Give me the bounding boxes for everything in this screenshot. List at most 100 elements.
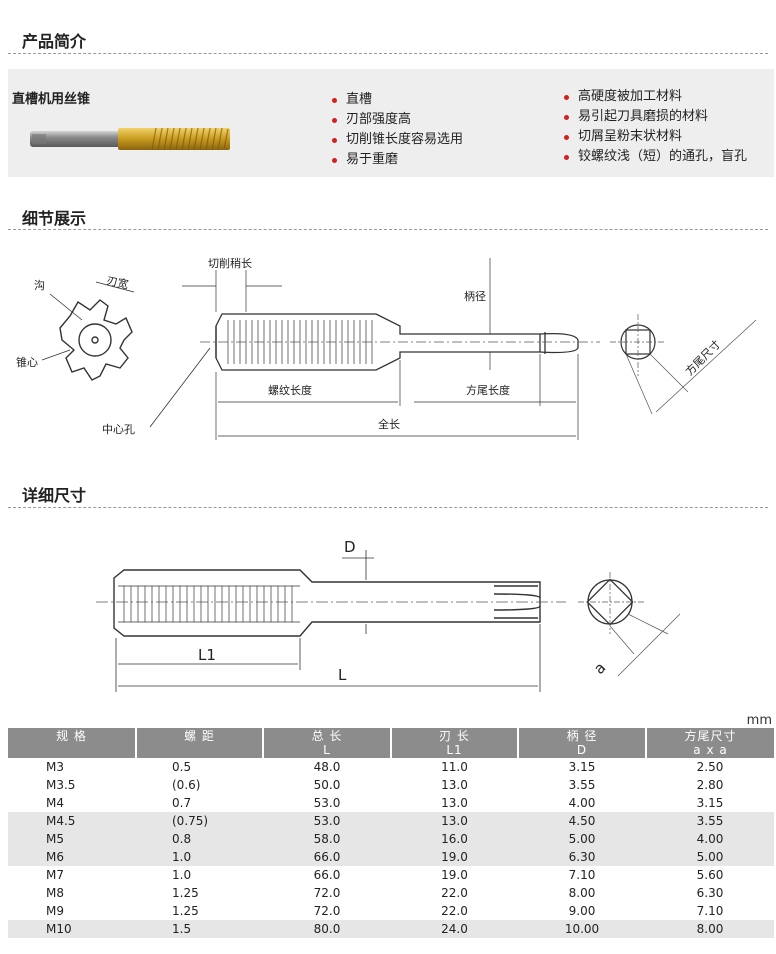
cell-total-length: 53.0: [263, 812, 391, 830]
table-row: M8 1.25 72.0 22.0 8.00 6.30: [8, 884, 774, 902]
feature-list-right: 高硬度被加工材料 易引起刀具磨损的材料 切屑呈粉末状材料 铰螺纹浅（短）的通孔，…: [564, 87, 747, 167]
cell-shank-dia: 5.00: [518, 830, 646, 848]
feature-item: 切屑呈粉末状材料: [564, 127, 747, 147]
cell-blade-length: 13.0: [441, 796, 468, 810]
feature-item: 高硬度被加工材料: [564, 87, 747, 107]
label-groove: 沟: [34, 279, 45, 292]
cell-pitch: 1.5: [136, 920, 263, 938]
cell-square-size: 2.50: [696, 760, 724, 774]
label-chamfer-length: 切削稍长: [208, 256, 252, 270]
cell-shank-dia: 3.15: [568, 760, 596, 774]
cell-total-length: 80.0: [263, 920, 391, 938]
detail-diagram: 沟 刃宽 锥心 中心孔 切削稍长 柄径 螺纹长度 方尾长度 全长: [16, 256, 757, 440]
feature-item: 铰螺纹浅（短）的通孔，盲孔: [564, 147, 747, 167]
table-row: M4.5 (0.75) 53.0 13.0 4.50 3.55: [8, 812, 774, 830]
label-square-length: 方尾长度: [466, 383, 510, 397]
cell-square-size: 5.60: [696, 868, 724, 882]
cell-square-size: 8.00: [646, 920, 774, 938]
cell-pitch: (0.6): [172, 778, 201, 792]
cell-blade-length: 24.0: [391, 920, 518, 938]
section-divider: [8, 507, 768, 508]
cell-shank-dia: 8.00: [568, 886, 596, 900]
cell-total-length: 48.0: [313, 760, 341, 774]
cell-blade-length: 19.0: [441, 868, 468, 882]
cell-blade-length: 11.0: [441, 760, 468, 774]
cell-blade-length: 13.0: [441, 778, 468, 792]
cell-total-length: 72.0: [313, 886, 341, 900]
cell-square-size: 5.00: [646, 848, 774, 866]
table-row: M3 0.5 48.0 11.0 3.15 2.50: [8, 758, 774, 776]
feature-item: 易引起刀具磨损的材料: [564, 107, 747, 127]
table-row: M5 0.8 58.0 16.0 5.00 4.00: [8, 830, 774, 848]
cell-spec: M7: [46, 868, 64, 882]
cell-spec: M4.5: [8, 812, 136, 830]
feature-item: 刃部强度高: [332, 110, 463, 130]
table-row: M10 1.5 80.0 24.0 10.00 8.00: [8, 920, 774, 938]
cell-blade-length: 16.0: [391, 830, 518, 848]
tap-product-image: [30, 127, 230, 151]
label-thread-length: 螺纹长度: [268, 383, 312, 397]
header-spec: 规 格: [8, 728, 136, 758]
label-D: D: [344, 538, 356, 556]
cell-square-size: 2.80: [696, 778, 724, 792]
cell-total-length: 50.0: [313, 778, 341, 792]
cell-shank-dia: 4.50: [518, 812, 646, 830]
table-row: M3.5 (0.6) 50.0 13.0 3.55 2.80: [8, 776, 774, 794]
cell-spec: M10: [8, 920, 136, 938]
cross-section-view: [59, 299, 133, 381]
cell-square-size: 4.00: [646, 830, 774, 848]
table-row: M7 1.0 66.0 19.0 7.10 5.60: [8, 866, 774, 884]
cell-square-size: 3.55: [646, 812, 774, 830]
product-name: 直槽机用丝锥: [12, 92, 91, 107]
cell-pitch: 0.8: [136, 830, 263, 848]
cell-shank-dia: 10.00: [518, 920, 646, 938]
cell-pitch: 1.25: [172, 886, 199, 900]
cell-square-size: 7.10: [696, 904, 724, 918]
label-core: 锥心: [16, 356, 38, 369]
label-square-size: 方尾尺寸: [682, 337, 723, 378]
cell-pitch: 0.5: [172, 760, 192, 774]
cell-spec: M6: [8, 848, 136, 866]
cell-total-length: 53.0: [313, 796, 341, 810]
cell-shank-dia: 4.00: [568, 796, 596, 810]
feature-item: 易于重磨: [332, 150, 463, 170]
section-title-intro: 产品简介: [22, 32, 87, 51]
cell-shank-dia: 6.30: [518, 848, 646, 866]
table-row: M6 1.0 66.0 19.0 6.30 5.00: [8, 848, 774, 866]
cell-spec: M4: [46, 796, 64, 810]
label-a: a: [590, 659, 609, 678]
label-L1: L1: [198, 646, 216, 664]
cell-total-length: 72.0: [313, 904, 341, 918]
tap-dimension-view: [113, 569, 541, 637]
section-divider: [8, 229, 768, 230]
cell-pitch: 1.0: [172, 868, 192, 882]
cell-blade-length: 19.0: [391, 848, 518, 866]
cell-square-size: 3.15: [696, 796, 724, 810]
cell-blade-length: 13.0: [391, 812, 518, 830]
cell-spec: M3: [46, 760, 64, 774]
tap-side-view: [215, 313, 579, 371]
section-title-detail: 细节展示: [22, 209, 87, 228]
cell-pitch: 1.25: [172, 904, 199, 918]
label-L: L: [338, 666, 347, 684]
cell-blade-length: 22.0: [441, 904, 468, 918]
cell-total-length: 66.0: [313, 868, 341, 882]
feature-item: 切削锥长度容易选用: [332, 130, 463, 150]
cell-square-size: 6.30: [696, 886, 724, 900]
dimension-diagram: D L1 L a: [96, 538, 681, 692]
cell-spec: M3.5: [46, 778, 76, 792]
cell-pitch: (0.75): [136, 812, 263, 830]
label-overall-length: 全长: [378, 417, 400, 431]
cell-spec: M5: [8, 830, 136, 848]
section-title-dimensions: 详细尺寸: [22, 486, 87, 505]
cell-shank-dia: 3.55: [568, 778, 596, 792]
unit-label: mm: [746, 713, 772, 728]
label-shank-dia: 柄径: [464, 290, 486, 303]
section-divider: [8, 53, 768, 54]
cell-total-length: 58.0: [263, 830, 391, 848]
table-row: M9 1.25 72.0 22.0 9.00 7.10: [8, 902, 774, 920]
cell-pitch: 1.0: [136, 848, 263, 866]
cell-spec: M8: [46, 886, 64, 900]
